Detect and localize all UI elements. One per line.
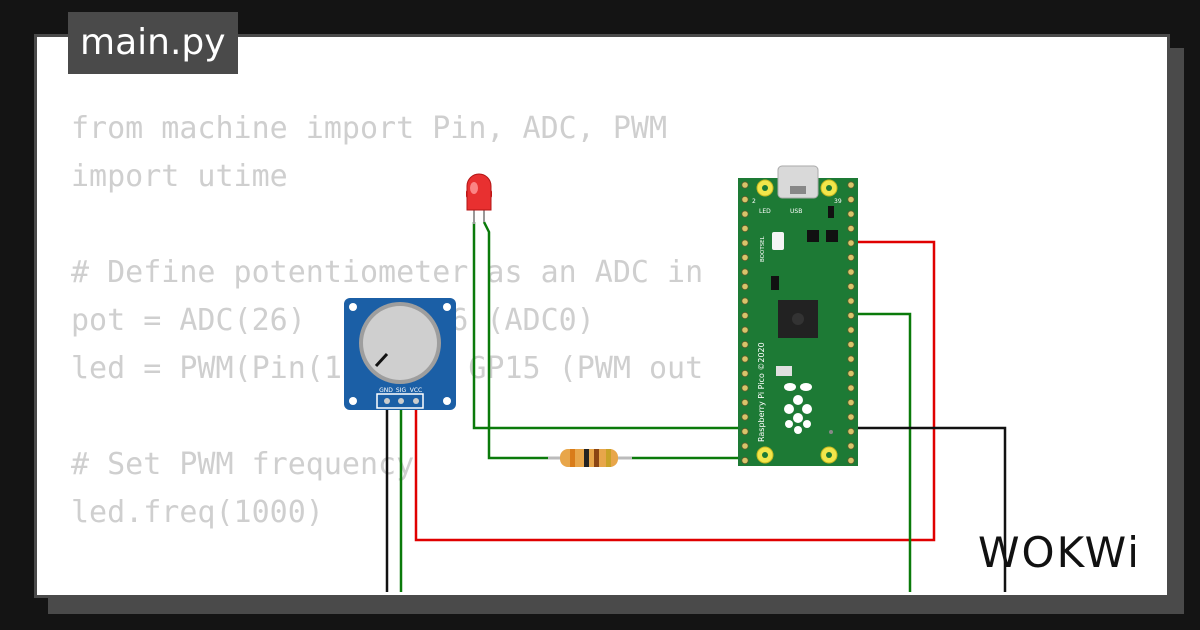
- pico-pin-hole[interactable]: [741, 181, 749, 189]
- pico-pin-hole[interactable]: [741, 195, 749, 204]
- pico-pin-hole[interactable]: [847, 340, 855, 349]
- pico-pin-hole[interactable]: [847, 398, 855, 407]
- pico-pin-first-label: 2: [752, 198, 756, 205]
- pico-pin-hole[interactable]: [847, 282, 855, 291]
- wire-led-resistor: [482, 221, 558, 460]
- pico-pin-hole[interactable]: [847, 355, 855, 363]
- pico-pin-hole[interactable]: [847, 442, 855, 450]
- pico-pin-hole[interactable]: [847, 384, 855, 392]
- pico-pin-hole[interactable]: [741, 326, 749, 334]
- pico-led-label: LED: [759, 208, 771, 215]
- pico-pin-hole[interactable]: [847, 297, 855, 305]
- pico-pin-hole[interactable]: [847, 239, 855, 247]
- pico-pin-hole[interactable]: [741, 398, 749, 407]
- pico-pin-hole[interactable]: [741, 442, 749, 450]
- pico-pin-hole[interactable]: [741, 282, 749, 291]
- pico-usb-label: USB: [790, 208, 802, 215]
- pico-pin-hole[interactable]: [847, 195, 855, 204]
- raspberry-logo: [784, 383, 812, 434]
- wire-led-anode: [472, 222, 748, 430]
- code-line: while True:: [71, 585, 703, 595]
- pico-bootsel-label: BOOTSEL: [760, 235, 766, 262]
- pico-pin-hole[interactable]: [847, 311, 855, 320]
- pico-pin-hole[interactable]: [741, 210, 749, 218]
- pico-board-name: Raspberry Pi Pico ©2020: [757, 342, 766, 442]
- resistor[interactable]: [548, 449, 632, 467]
- code-line: import utime: [71, 159, 288, 194]
- pico-pin-hole[interactable]: [847, 369, 855, 378]
- red-led[interactable]: [466, 173, 492, 224]
- pico-pin-hole[interactable]: [741, 297, 749, 305]
- pot-pin-vcc-label: VCC: [410, 387, 422, 394]
- pico-pin-hole[interactable]: [741, 224, 749, 233]
- pot-pin-sig-label: SIG: [396, 387, 407, 394]
- code-card: from machine import Pin, ADC, PWM import …: [34, 34, 1170, 598]
- code-line: # Define potentiometer as an ADC in: [71, 255, 704, 290]
- wire-pico-adc: [848, 312, 912, 592]
- pico-pin-hole[interactable]: [847, 268, 855, 276]
- wokwi-logo: WOKWi: [978, 528, 1141, 577]
- pico-pin-hole[interactable]: [847, 326, 855, 334]
- file-tab[interactable]: main.py: [68, 12, 238, 74]
- pico-pin-hole[interactable]: [741, 340, 749, 349]
- pico-pin-hole[interactable]: [741, 384, 749, 392]
- pico-pin-hole[interactable]: [741, 355, 749, 363]
- pico-pin-hole[interactable]: [847, 224, 855, 233]
- pico-pin-hole[interactable]: [741, 311, 749, 320]
- code-line: led.freq(1000): [71, 495, 324, 530]
- potentiometer[interactable]: GND SIG VCC: [344, 298, 456, 410]
- pico-pin-hole[interactable]: [847, 456, 855, 465]
- pot-pin-gnd-label: GND: [379, 387, 393, 394]
- pico-pin-hole[interactable]: [847, 413, 855, 421]
- pot-knob-pointer: [374, 352, 389, 368]
- pico-pin-hole[interactable]: [741, 253, 749, 262]
- pico-pin-hole[interactable]: [741, 369, 749, 378]
- pico-pin-hole[interactable]: [741, 413, 749, 421]
- wire-pico-gnd: [848, 426, 1007, 592]
- pico-pin-hole[interactable]: [847, 210, 855, 218]
- pico-pin-hole[interactable]: [741, 268, 749, 276]
- wire-pot-vcc: [414, 240, 936, 542]
- pico-pin-hole[interactable]: [741, 239, 749, 247]
- pico-pin-hole[interactable]: [847, 427, 855, 436]
- pico-pin-hole[interactable]: [847, 253, 855, 262]
- pico-board[interactable]: 2 39 LED USB BOOTSEL Raspberry Pi Pico ©…: [738, 165, 858, 466]
- pico-pin-hole[interactable]: [741, 427, 749, 436]
- code-line: from machine import Pin, ADC, PWM: [71, 111, 668, 146]
- pico-pin-hole[interactable]: [741, 456, 749, 465]
- pico-pin-last-label: 39: [834, 198, 842, 205]
- pico-pin-hole[interactable]: [847, 181, 855, 189]
